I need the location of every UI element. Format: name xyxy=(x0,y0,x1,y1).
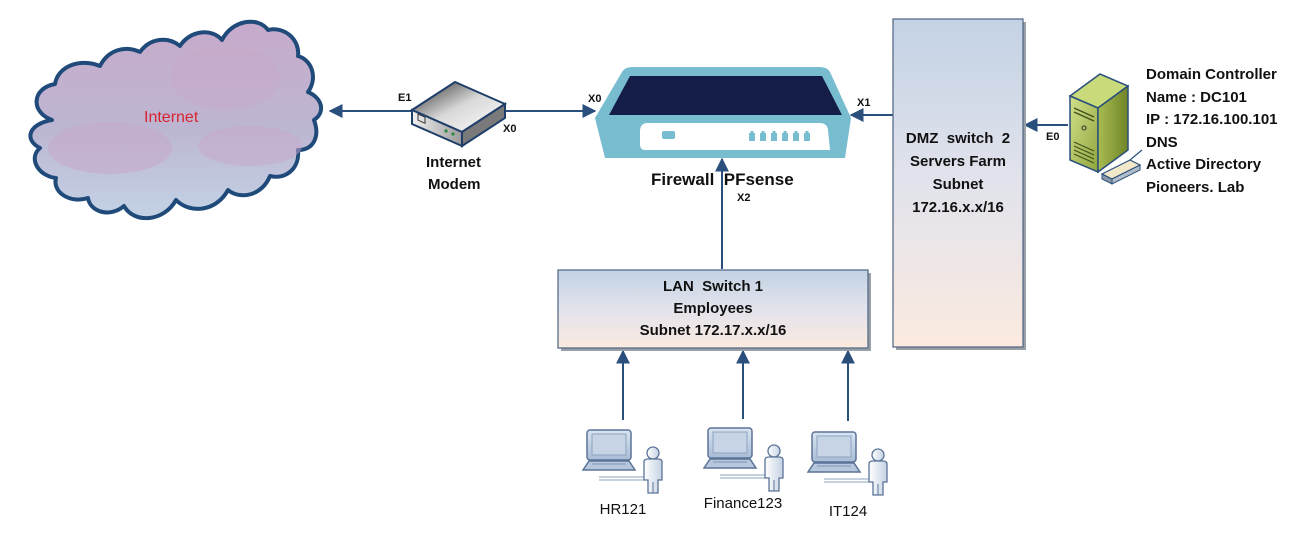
workstation-user-icon[interactable] xyxy=(581,429,663,494)
dc-line-2: Name : DC101 xyxy=(1146,88,1247,106)
dc-line-1: Domain Controller xyxy=(1146,66,1277,83)
port-server-e0: E0 xyxy=(1046,131,1060,143)
port-firewall-x0: X0 xyxy=(588,93,602,105)
modem-label-line2: Modem xyxy=(428,176,481,193)
port-modem-e1: E1 xyxy=(398,92,412,104)
lan-switch-label: LAN Switch 1 Employees Subnet 172.17.x.x… xyxy=(558,276,868,342)
modem-icon[interactable] xyxy=(409,80,508,148)
dmz-switch[interactable] xyxy=(892,18,1026,350)
workstation-user-icon[interactable] xyxy=(702,427,784,492)
lan-line-1: LAN Switch 1 xyxy=(662,278,763,295)
port-firewall-x2: X2 xyxy=(737,192,751,204)
server-icon[interactable] xyxy=(1068,73,1143,185)
lan-line-2: Employees xyxy=(673,300,753,317)
dmz-line-3: Subnet xyxy=(932,176,984,193)
port-modem-x0: X0 xyxy=(503,123,517,135)
firewall-label: Firewall PFsense xyxy=(651,170,794,189)
dmz-line-2: Servers Farm xyxy=(910,153,1006,170)
dmz-line-1: DMZ switch 2 xyxy=(905,130,1011,147)
dmz-line-4: 172.16.x.x/16 xyxy=(912,199,1004,216)
firewall-icon[interactable] xyxy=(595,67,851,158)
dc-line-3: IP : 172.16.100.101 xyxy=(1146,111,1278,128)
dc-line-5: Active Directory xyxy=(1146,156,1262,173)
lan-switch[interactable] xyxy=(557,269,871,351)
dc-line-6: Pioneers. Lab xyxy=(1146,178,1245,196)
modem-label-line1: Internet xyxy=(426,154,482,171)
internet-label: Internet xyxy=(144,109,199,126)
port-firewall-x1: X1 xyxy=(857,97,871,109)
workstation-user-icon[interactable] xyxy=(806,431,888,496)
dmz-switch-label: DMZ switch 2 Servers Farm Subnet 172.16.… xyxy=(893,127,1023,219)
host-label-finance123: Finance123 xyxy=(703,495,783,512)
host-label-it124: IT124 xyxy=(828,503,868,520)
domain-controller-info: Domain Controller Name : DC101 IP : 172.… xyxy=(1146,64,1278,199)
dc-line-4: DNS xyxy=(1146,133,1178,151)
internet-cloud xyxy=(28,19,324,221)
lan-line-3: Subnet 172.17.x.x/16 xyxy=(639,322,787,339)
host-label-hr121: HR121 xyxy=(599,501,647,518)
